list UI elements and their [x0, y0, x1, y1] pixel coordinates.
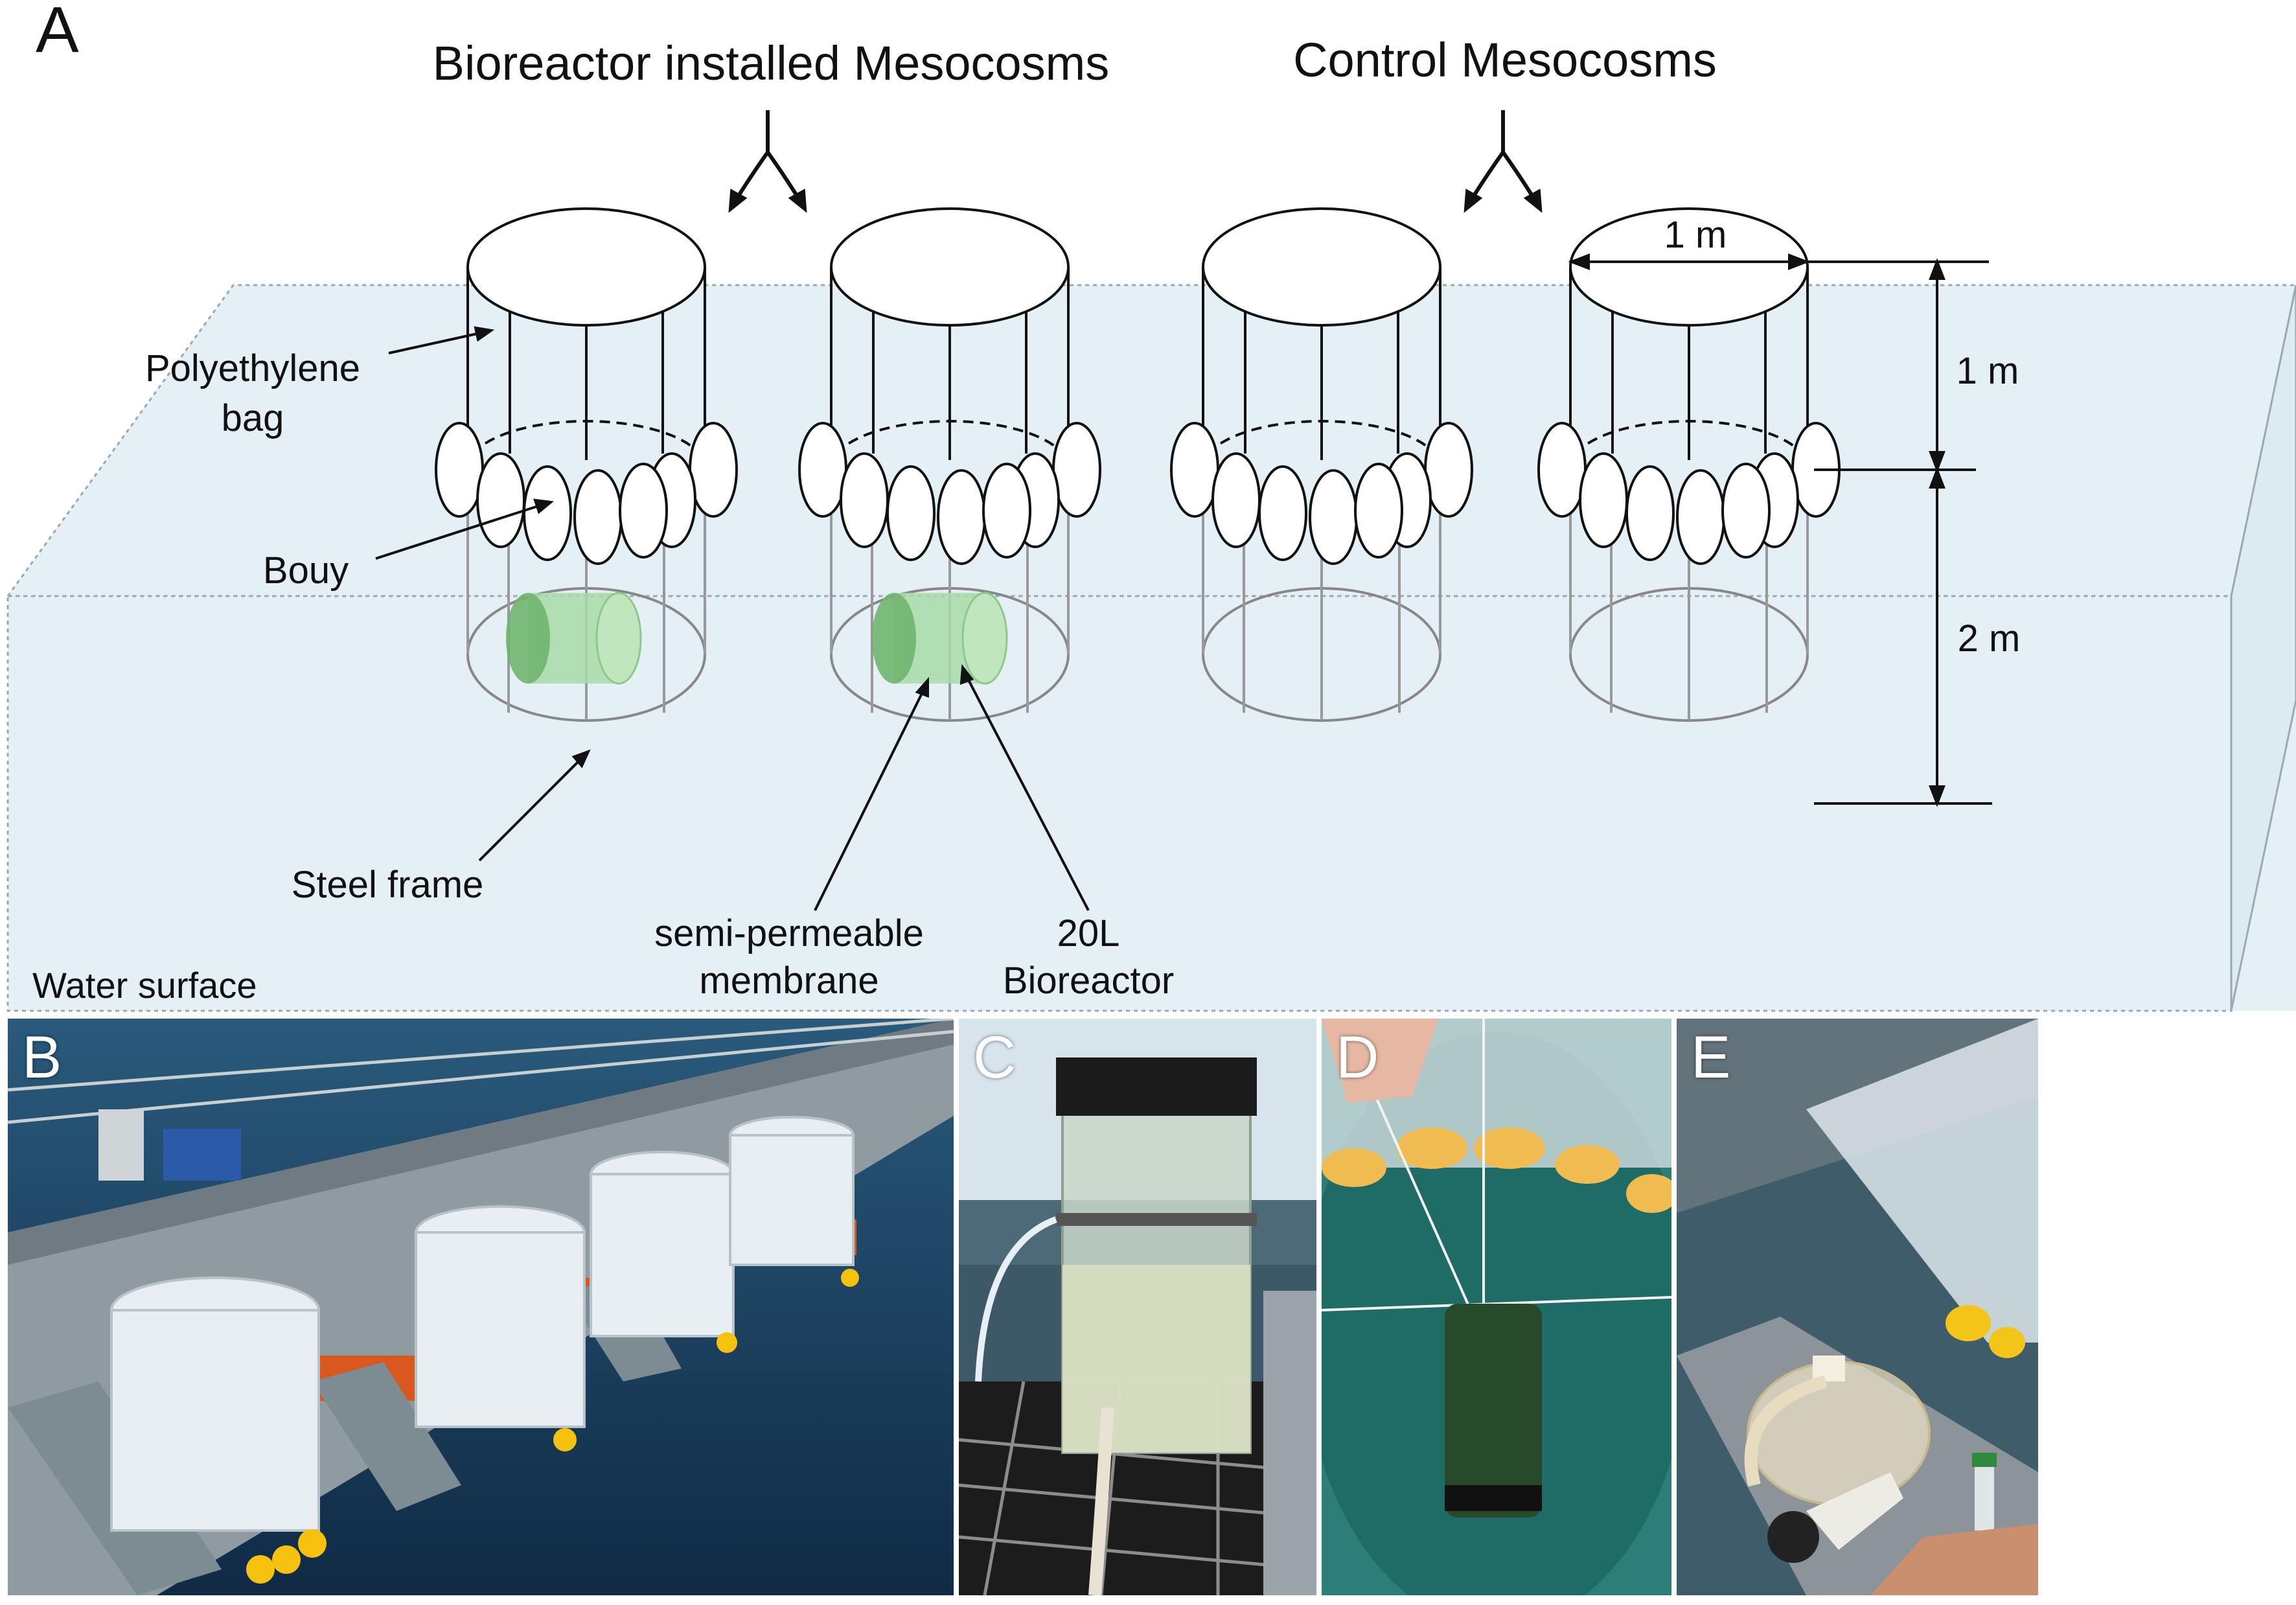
leader-frame	[478, 756, 584, 862]
leader-bag	[388, 330, 487, 354]
leader-bioreactor	[964, 673, 1090, 911]
label-membrane-line1: semi-permeable	[654, 912, 924, 954]
leader-membrane	[814, 686, 926, 911]
fork-arrow-bioreactor	[728, 110, 807, 213]
arrowhead-bag	[474, 326, 495, 342]
photo-b-mesocosm-pier: B	[8, 1019, 954, 1595]
label-membrane-line2: membrane	[699, 960, 878, 1002]
dim-below-arrow-top	[1929, 467, 1946, 489]
label-height-above: 1 m	[1957, 350, 2019, 392]
dim-above-arrow-bottom	[1929, 451, 1946, 473]
bioreactor-2	[871, 592, 1008, 685]
dim-below-arrow-bottom	[1929, 785, 1946, 807]
panel-letter-a: A	[36, 0, 79, 66]
bioreactor-1	[505, 592, 642, 685]
arrowhead-frame	[571, 749, 591, 768]
diameter-arrow-right	[1788, 253, 1810, 270]
diameter-arrow-left	[1568, 253, 1590, 270]
photo-letter-b: B	[22, 1024, 62, 1091]
label-water-surface: Water surface	[32, 965, 257, 1006]
label-steel-frame: Steel frame	[292, 864, 484, 906]
fork-arrow-control	[1464, 110, 1543, 213]
photo-letter-d: D	[1336, 1024, 1379, 1091]
photo-c-bioreactor-vessel: C	[959, 1019, 1316, 1595]
label-diameter: 1 m	[1664, 214, 1727, 256]
dim-above-arrow-top	[1929, 258, 1946, 280]
arrowhead-buoy	[533, 498, 554, 514]
mesocosm-schematic: A Bioreactor installed Mesocosms Control…	[6, 0, 2296, 1012]
photo-e-sampling: E	[1677, 1019, 2038, 1595]
label-bag-line1: Polyethylene	[145, 347, 360, 389]
photo-d-deployed-bioreactor: D	[1322, 1019, 1671, 1595]
photo-letter-e: E	[1691, 1024, 1731, 1091]
arrowhead-membrane	[915, 676, 929, 698]
group-label-bioreactor: Bioreactor installed Mesocosms	[433, 36, 1110, 90]
leader-buoy	[375, 503, 545, 560]
photo-letter-c: C	[973, 1024, 1016, 1091]
group-label-control: Control Mesocosms	[1293, 33, 1717, 87]
label-depth-below: 2 m	[1958, 618, 2021, 660]
arrowhead-bioreactor	[959, 664, 974, 685]
label-buoy: Bouy	[263, 549, 349, 592]
label-bioreactor-line1: 20L	[1057, 912, 1120, 954]
label-bag-line2: bag	[222, 397, 284, 439]
label-bioreactor-line2: Bioreactor	[1003, 960, 1174, 1002]
